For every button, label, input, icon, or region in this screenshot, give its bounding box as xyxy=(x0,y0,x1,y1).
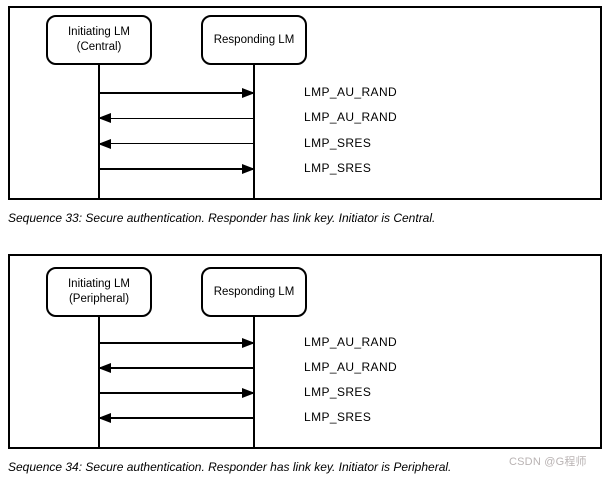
arrow-shaft xyxy=(99,92,254,94)
initiating-lm-label-line2: (Peripheral) xyxy=(68,293,130,305)
message-label: LMP_AU_RAND xyxy=(304,360,398,374)
arrow-head xyxy=(242,338,255,348)
responding-lm-box: Responding LM xyxy=(201,15,307,65)
arrow-head xyxy=(98,138,111,149)
arrow-head xyxy=(242,88,255,98)
csdn-watermark: CSDN @G程师 xyxy=(509,456,587,468)
arrow-shaft xyxy=(99,367,254,369)
arrow-head xyxy=(98,113,111,124)
figure-caption-sequence-33: Sequence 33: Secure authentication. Resp… xyxy=(8,211,436,225)
arrow-head xyxy=(242,163,255,174)
arrow-head xyxy=(98,413,111,423)
message-label: LMP_SRES xyxy=(304,135,372,150)
message-label: LMP_SRES xyxy=(304,385,372,399)
diagram-border-frame xyxy=(8,254,602,449)
message-label: LMP_SRES xyxy=(304,410,372,424)
initiating-lifeline xyxy=(98,65,100,198)
arrow-head xyxy=(98,363,111,373)
arrow-head xyxy=(242,388,255,398)
message-label: LMP_AU_RAND xyxy=(304,110,398,125)
figure-caption-sequence-34: Sequence 34: Secure authentication. Resp… xyxy=(8,460,452,474)
responding-lm-label: Responding LM xyxy=(213,33,295,46)
initiating-lifeline xyxy=(98,317,100,447)
arrow-shaft xyxy=(99,392,254,394)
responding-lm-box: Responding LM xyxy=(201,267,307,317)
diagram-border-frame xyxy=(8,6,602,200)
arrow-shaft xyxy=(99,417,254,419)
arrow-shaft xyxy=(99,117,254,120)
message-label: LMP_SRES xyxy=(304,160,372,175)
initiating-lm-box: Initiating LM (Peripheral) xyxy=(46,267,152,317)
arrow-shaft xyxy=(99,142,254,145)
arrow-shaft xyxy=(99,342,254,344)
initiating-lm-label-line1: Initiating LM xyxy=(67,26,130,38)
message-label: LMP_AU_RAND xyxy=(304,335,398,349)
arrow-shaft xyxy=(99,168,254,170)
responding-lifeline xyxy=(253,65,255,198)
initiating-lm-box: Initiating LM (Central) xyxy=(46,15,152,65)
initiating-lm-label-line2: (Central) xyxy=(76,41,122,53)
initiating-lm-label-line1: Initiating LM xyxy=(67,278,130,290)
responding-lifeline xyxy=(253,317,255,447)
responding-lm-label: Responding LM xyxy=(213,285,295,298)
message-label: LMP_AU_RAND xyxy=(304,85,398,99)
